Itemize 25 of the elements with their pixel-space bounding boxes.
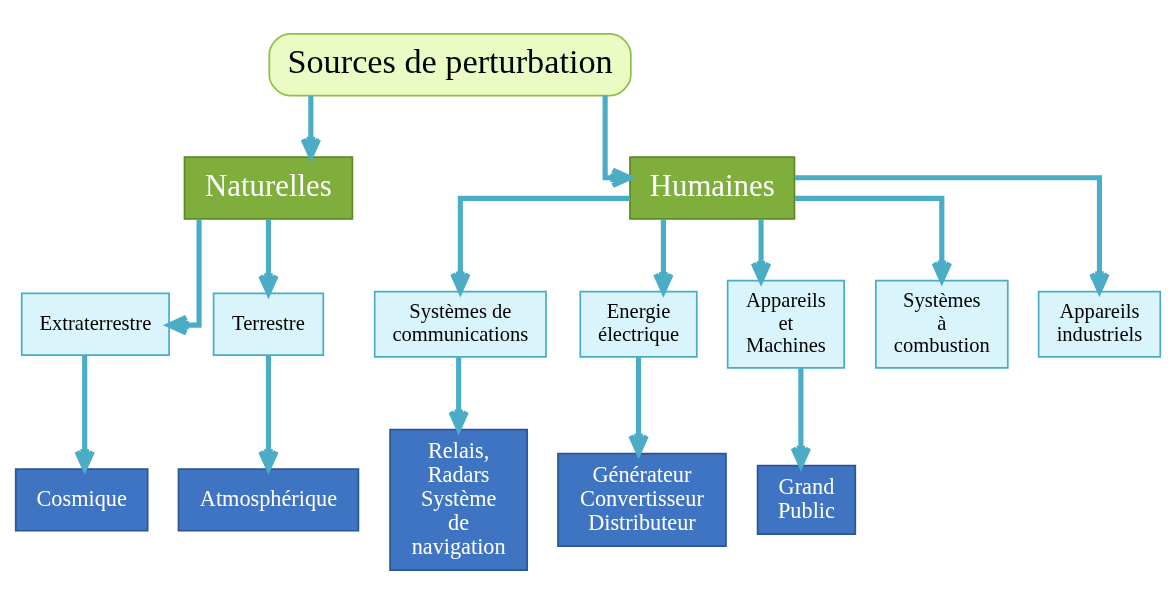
node-box: Systèmes à combustion — [875, 279, 1009, 369]
node-box: Appareils industriels — [1037, 290, 1162, 358]
node-box: Générateur Convertisseur Distributeur — [557, 452, 727, 547]
node-box: Relais, Radars Système de navigation — [389, 428, 529, 571]
node-box: Naturelles — [183, 156, 354, 220]
arrow — [750, 218, 772, 284]
arrow — [653, 218, 674, 295]
node-box: Energie électrique — [579, 290, 698, 358]
arrow — [258, 218, 279, 296]
node-box: Atmosphérique — [177, 468, 360, 532]
node-box: Appareils et Machines — [726, 279, 845, 369]
node-box: Systèmes de communications — [373, 290, 547, 358]
arrow — [258, 355, 279, 472]
arrow — [300, 95, 322, 160]
node-box: Terrestre — [212, 292, 325, 356]
node-box: Cosmique — [14, 468, 149, 532]
arrow — [166, 219, 202, 336]
arrow — [628, 357, 649, 456]
arrow — [74, 355, 95, 472]
node-box: Grand Public — [756, 464, 857, 536]
arrow — [794, 175, 1110, 294]
node-box: Sources de perturbation — [268, 33, 632, 97]
node-box: Humaines — [629, 156, 796, 220]
node-box: Extraterrestre — [20, 292, 170, 356]
arrow — [602, 95, 633, 189]
